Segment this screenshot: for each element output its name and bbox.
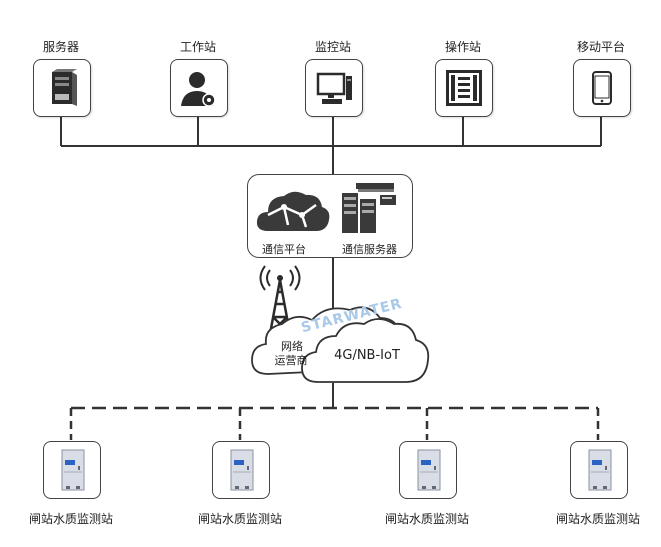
- node-label-monitor: 监控站: [314, 40, 351, 54]
- water-station-icon: [61, 449, 85, 491]
- station-label-4: 闸站水质监测站: [555, 512, 640, 526]
- node-workstation[interactable]: [170, 59, 228, 117]
- panel-icon: [446, 70, 482, 106]
- node-label-workstation: 工作站: [179, 40, 216, 54]
- cloud-network-icon: [256, 191, 330, 231]
- water-station-icon: [417, 449, 441, 491]
- communication-hub[interactable]: 通信平台 通信服务器: [247, 174, 413, 258]
- station-2[interactable]: [212, 441, 270, 499]
- station-label-3: 闸站水质监测站: [384, 512, 469, 526]
- network-cloud: [251, 265, 430, 383]
- water-station-icon: [588, 449, 612, 491]
- station-label-2: 闸站水质监测站: [197, 512, 282, 526]
- antenna-tower-icon: [259, 265, 301, 335]
- node-label-server: 服务器: [42, 40, 79, 54]
- protocol-cloud: [301, 318, 430, 383]
- worker-icon: [181, 72, 216, 107]
- server-icon: [52, 69, 77, 106]
- node-operator[interactable]: [435, 59, 493, 117]
- carrier-label-line2: 运营商: [274, 354, 308, 367]
- node-server[interactable]: [33, 59, 91, 117]
- protocol-label: 4G/NB-IoT: [334, 348, 400, 363]
- hub-left-label: 通信平台: [262, 243, 306, 256]
- computer-icon: [316, 72, 352, 104]
- node-mobile[interactable]: [573, 59, 631, 117]
- comm-server-icon: [342, 183, 396, 233]
- node-label-operator: 操作站: [444, 40, 481, 54]
- carrier-label-line1: 网络: [281, 340, 303, 353]
- hub-right-label: 通信服务器: [342, 243, 397, 256]
- water-station-icon: [230, 449, 254, 491]
- node-label-mobile: 移动平台: [576, 40, 625, 54]
- station-3[interactable]: [399, 441, 457, 499]
- node-monitor[interactable]: [305, 59, 363, 117]
- station-4[interactable]: [570, 441, 628, 499]
- mobile-icon: [592, 71, 612, 105]
- station-1[interactable]: [43, 441, 101, 499]
- station-label-1: 闸站水质监测站: [28, 512, 113, 526]
